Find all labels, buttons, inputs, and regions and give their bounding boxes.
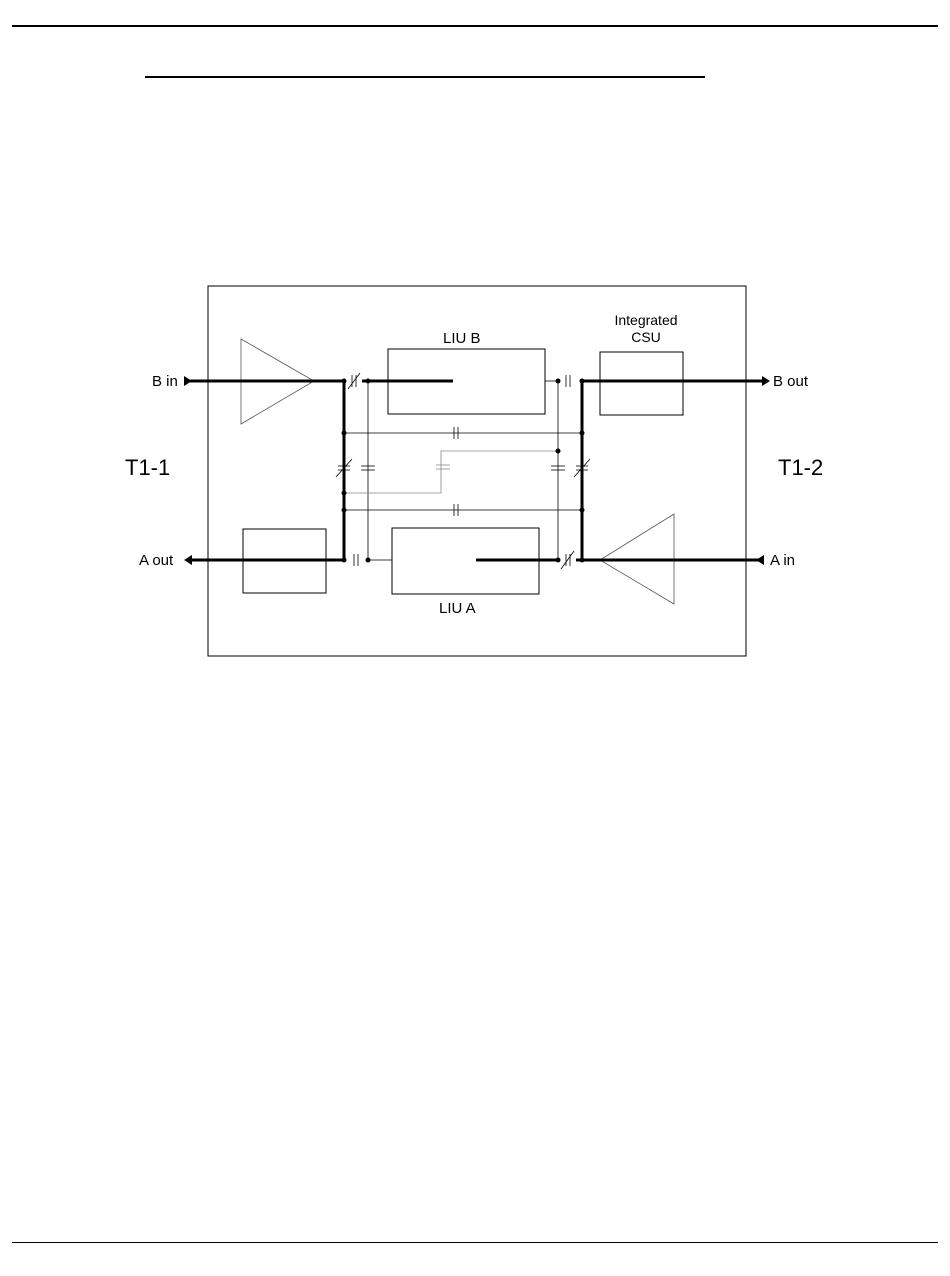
a-in-label: A in: [770, 552, 795, 569]
csu-label-line1: Integrated: [614, 312, 677, 328]
relay-contact-icon: [348, 373, 360, 389]
arrowhead-b-in-icon: [184, 376, 192, 386]
t1-2-label: T1-2: [778, 455, 823, 480]
crossover-path: [344, 451, 558, 493]
junction-dots: [342, 379, 585, 563]
relay-contacts: [336, 373, 590, 569]
relay-contact-icon: [566, 375, 570, 387]
arrowheads: [184, 376, 770, 565]
liu-a-label: LIU A: [439, 600, 476, 617]
csu-label-line2: CSU: [631, 329, 661, 345]
arrowhead-a-out-icon: [184, 555, 192, 565]
relay-contact-icon: [436, 465, 450, 469]
liu-b-label: LIU B: [443, 330, 481, 347]
a-out-label: A out: [139, 552, 174, 569]
main-signal-lines: [190, 381, 762, 560]
relay-contact-icon: [354, 554, 358, 566]
arrowhead-b-out-icon: [762, 376, 770, 386]
arrowhead-a-in-icon: [756, 555, 764, 565]
csu-box: [600, 352, 683, 415]
b-out-label: B out: [773, 373, 809, 390]
relay-contact-icon: [561, 551, 574, 569]
b-in-label: B in: [152, 373, 178, 390]
thin-interconnect-lines: [344, 381, 582, 560]
t1-1-label: T1-1: [125, 455, 170, 480]
